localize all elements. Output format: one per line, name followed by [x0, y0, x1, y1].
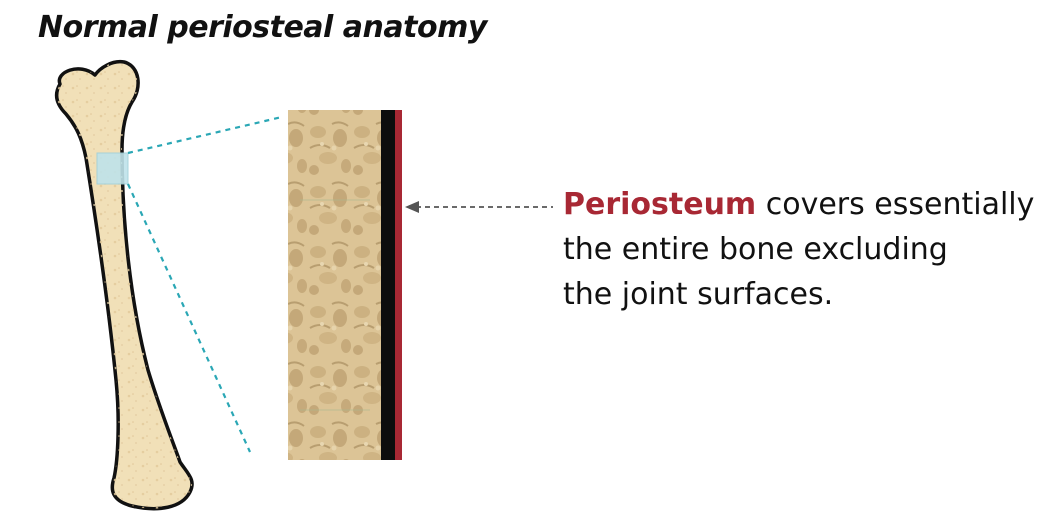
periosteum-layer — [395, 110, 402, 460]
periosteum-term: Periosteum — [563, 187, 757, 222]
callout-line-1: covers essentially — [756, 187, 1035, 222]
callout-line-3: the joint surfaces. — [563, 277, 834, 312]
femur-illustration — [54, 59, 194, 511]
pointer-arrow — [405, 201, 553, 213]
callout-text: Periosteum covers essentially the entire… — [563, 182, 1034, 317]
callout-line-2: the entire bone excluding — [563, 232, 948, 267]
diagram-title: Normal periosteal anatomy — [38, 10, 487, 45]
zoom-region-box — [96, 152, 129, 185]
cortical-bone-layer — [381, 110, 395, 460]
magnified-bone-section — [288, 110, 381, 460]
zoom-line-top — [127, 115, 283, 155]
